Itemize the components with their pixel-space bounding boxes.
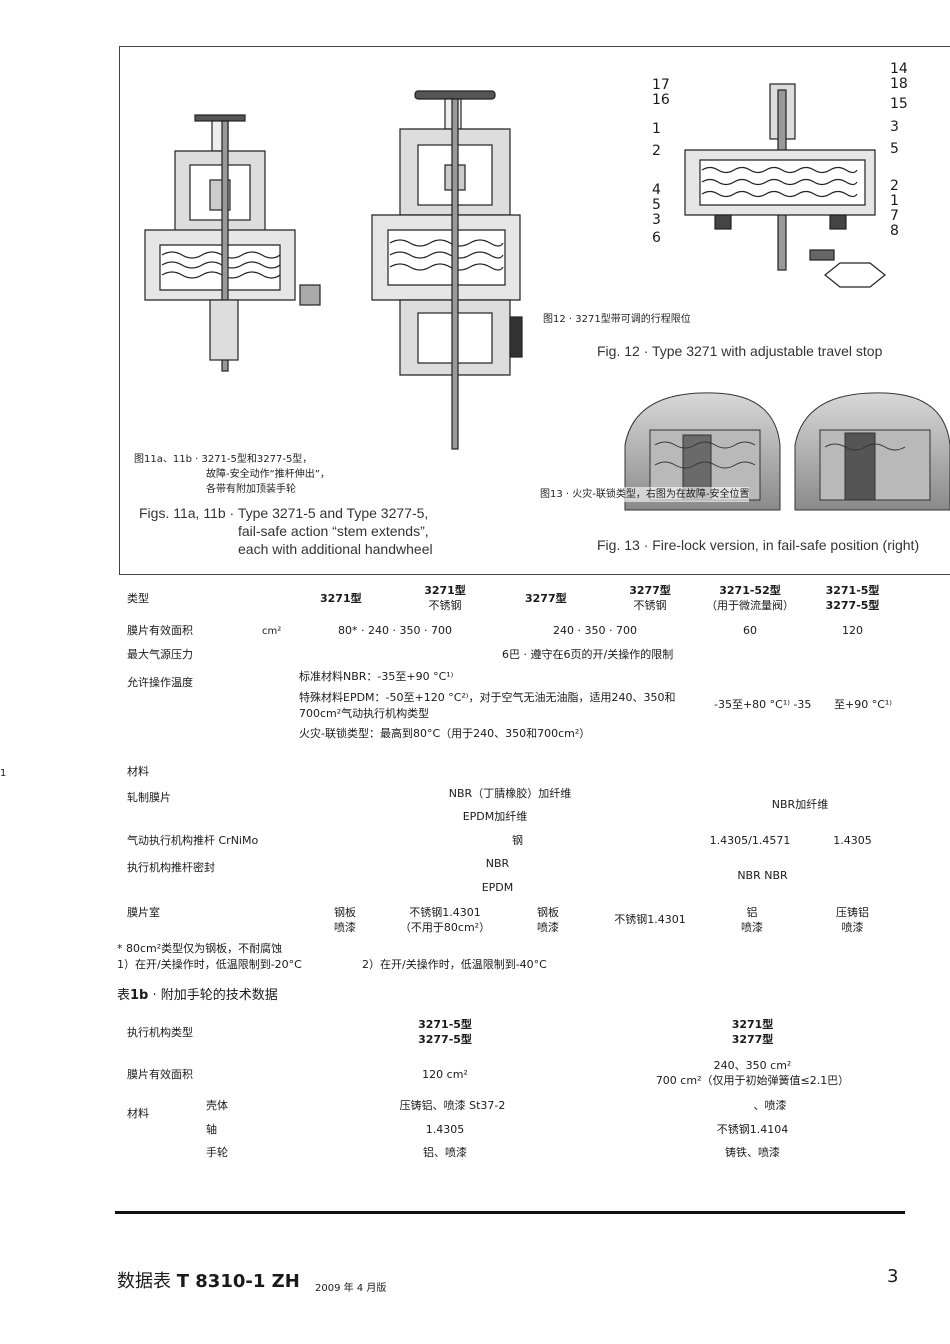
t1-case-c6: 压铸铝喷漆 (836, 906, 869, 934)
t1b-area1: 120 cm² (422, 1068, 468, 1081)
t1b-wheel1: 铝、喷漆 (423, 1146, 467, 1159)
t1-area-v4: 120 (842, 624, 863, 637)
t1-temp-r2: 至+90 °C¹⁾ (834, 698, 893, 711)
t1b-mat-label: 材料 (127, 1107, 149, 1120)
callouts-left: 17 16 1 2 4 5 3 6 (652, 77, 670, 246)
t1-header-label: 类型 (127, 592, 149, 605)
t1-note3: 2）在开/关操作时，低温限制到-40°C (362, 958, 547, 971)
t1-seal-v3: NBR NBR (737, 869, 788, 882)
t1b-shaft1: 1.4305 (425, 1123, 465, 1136)
t1-temp-l2b: 700cm²气动执行机构类型 (299, 707, 430, 720)
page-number: 3 (887, 1266, 899, 1287)
fig11-caption-zh: 图11a、11b · 3271-5型和3277-5型， 故障-安全动作“推杆伸出… (134, 454, 330, 495)
t1-case-c3: 钢板喷漆 (537, 906, 559, 934)
t1-stem-v3: 1.4305 (833, 834, 872, 847)
t1-seal-v2: EPDM (481, 881, 514, 894)
firelock-photo (624, 392, 950, 511)
t1-area-v3: 60 (743, 624, 757, 637)
t1-diaphragm-v3: NBR加纤维 (771, 798, 829, 811)
t1b-shaft2: 不锈钢1.4104 (716, 1123, 789, 1136)
t1-case-c2: 不锈钢1.4301（不用于80cm²） (399, 906, 491, 934)
t1-diaphragm-label: 轧制膜片 (127, 791, 171, 804)
fig12-caption-zh: 图12 · 3271型带可调的行程限位 (543, 314, 691, 325)
figure-frame (119, 46, 950, 575)
t1b-housing-label: 壳体 (206, 1099, 228, 1112)
fig13-caption-en: Fig. 13 · Fire-lock version, in fail-saf… (597, 537, 920, 553)
t1-temp-l1: 标准材料NBR：-35至+90 °C¹⁾ (299, 670, 454, 683)
fig13-caption-zh: 图13 · 火灾-联锁类型，右图为在故障-安全位置 (540, 487, 750, 502)
t1-diaphragm-v1: NBR（丁腈橡胶）加纤维 (448, 787, 572, 800)
t1-case-label: 膜片室 (127, 906, 160, 919)
t1-temp-r1: -35至+80 °C¹⁾ -35 (714, 698, 812, 711)
t1-area-v1: 80* · 240 · 350 · 700 (338, 624, 452, 637)
t1b-area-label: 膜片有效面积 (127, 1068, 193, 1081)
actuator-drawing-11b (371, 90, 523, 450)
t1-materials-label: 材料 (127, 765, 149, 778)
t1-pressure-label: 最大气源压力 (127, 648, 193, 661)
t1-stem-label: 气动执行机构推杆 CrNiMo (127, 834, 259, 847)
t1-note2: 1）在开/关操作时，低温限制到-20°C (117, 958, 302, 971)
margin-mark: 1 (0, 768, 7, 779)
t1b-wheel-label: 手轮 (206, 1146, 228, 1159)
t1-case-c4: 不锈钢1.4301 (614, 913, 686, 926)
t1-stem-v2: 1.4305/1.4571 (709, 834, 791, 847)
fig12-caption-en: Fig. 12 · Type 3271 with adjustable trav… (597, 343, 883, 359)
t1-header-c5: 3271-52型（用于微流量阀） (706, 584, 794, 612)
t1-temp-l3: 火灾-联锁类型：最高到80°C（用于240、350和700cm²） (299, 727, 591, 740)
footer-rule (115, 1211, 905, 1214)
t1-note1: * 80cm²类型仅为钢板，不耐腐蚀 (117, 942, 283, 955)
actuator-drawing-12 (684, 83, 886, 288)
t1-seal-label: 执行机构推杆密封 (127, 861, 215, 874)
t1b-type-label: 执行机构类型 (127, 1026, 193, 1039)
t1-header-c4: 3277型不锈钢 (629, 584, 671, 612)
fig11-caption-en: Figs. 11a, 11b · Type 3271-5 and Type 32… (139, 505, 433, 557)
t1-case-c5: 铝喷漆 (741, 906, 763, 934)
t1-seal-v1: NBR (485, 857, 510, 870)
t1b-housing2: 、喷漆 (753, 1099, 787, 1112)
t1b-shaft-label: 轴 (206, 1123, 217, 1136)
actuator-drawing-11a (144, 114, 321, 372)
t1-header-c2: 3271型不锈钢 (424, 584, 466, 612)
footer-edition: 2009 年 4 月版 (315, 1283, 387, 1294)
t1b-housing1: 压铸铝、喷漆 St37-2 (399, 1099, 506, 1112)
t1-area-unit: cm² (262, 626, 282, 637)
t1b-title: 表1b · 附加手轮的技术数据 (117, 988, 278, 1003)
t1b-wheel2: 铸铁、喷漆 (725, 1146, 780, 1159)
t1-area-label: 膜片有效面积 (127, 624, 193, 637)
t1-header-c1: 3271型 (320, 592, 362, 605)
t1-pressure-value: 6巴 · 遵守在6页的开/关操作的限制 (502, 648, 674, 661)
t1-temp-label: 允许操作温度 (127, 676, 193, 689)
t1-area-v2: 240 · 350 · 700 (553, 624, 637, 637)
t1-header-c3: 3277型 (525, 592, 567, 605)
t1-stem-v1: 钢 (512, 834, 523, 847)
t1-temp-l2a: 特殊材料EPDM：-50至+120 °C²⁾，对于空气无油无油脂，适用240、3… (299, 691, 676, 704)
callouts-right: 14 18 15 3 5 2 1 7 8 (890, 61, 908, 239)
t1-diaphragm-v2: EPDM加纤维 (462, 810, 528, 823)
t1-case-c1: 钢板喷漆 (334, 906, 356, 934)
footer-title: 数据表 T 8310-1 ZH (117, 1271, 300, 1292)
